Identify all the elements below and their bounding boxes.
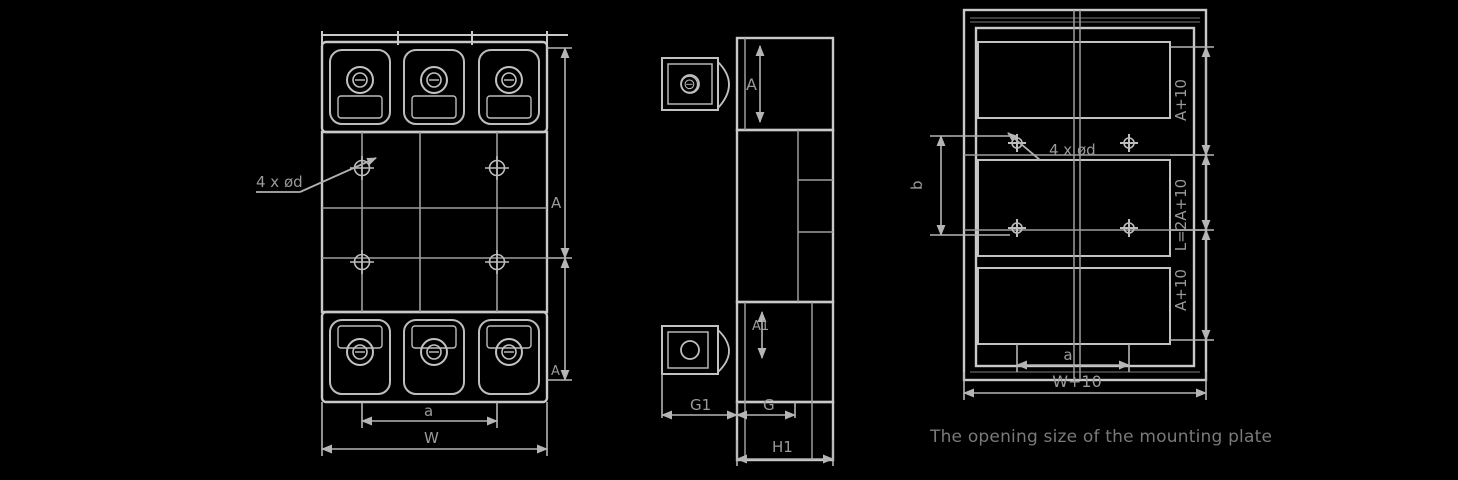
front-view-upper-poles — [329, 49, 540, 125]
mounting-plate-caption: The opening size of the mounting plate — [930, 427, 1273, 447]
mounting-plate-hole-callout-label: 4 x ød — [1049, 141, 1096, 159]
mounting-plate-dim-pitch-total-label: L=2A+10 — [1172, 179, 1190, 251]
mounting-plate-dim-b-label: b — [908, 180, 926, 190]
side-view-main-body — [735, 36, 835, 462]
front-view-hole-callout-label: 4 x ød — [256, 173, 303, 191]
front-view: 4 x ød a W A — [256, 31, 572, 456]
mounting-plate-dim-a — [1015, 344, 1131, 372]
front-view-dim-height-lower-label: A — [551, 364, 560, 379]
front-view-dim-a — [360, 402, 499, 428]
mounting-plate-dim-w10 — [962, 372, 1208, 400]
front-view-lower-poles — [329, 319, 540, 395]
mounting-plate-dim-right — [1170, 45, 1214, 342]
front-view-outline — [320, 40, 549, 404]
mounting-plate-dim-a-label: a — [1063, 346, 1072, 364]
side-view-top-contact-circle — [680, 74, 700, 94]
front-view-dim-height-upper-label: A — [551, 194, 562, 212]
mounting-plate-hatch — [970, 17, 1200, 373]
front-view-dim-a-label: a — [424, 402, 433, 420]
front-view-dim-w — [320, 402, 549, 456]
mounting-plate-dim-b — [930, 134, 1010, 237]
mounting-plate-view: 4 x ød b A+10 L=2A+10 A+10 — [908, 8, 1214, 400]
side-view: A A1 G1 G — [660, 36, 835, 466]
side-view-dim-G-label: G — [763, 396, 775, 414]
front-view-top-ticks — [321, 31, 568, 45]
front-view-lower-contacts — [346, 338, 523, 366]
mounting-plate-dim-w10-label: W+10 — [1052, 372, 1102, 391]
side-view-bottom-terminal — [661, 325, 730, 375]
side-view-dim-A-label: A — [746, 75, 757, 94]
side-view-bottom-contact-circle — [680, 340, 700, 360]
front-view-hole-leader — [256, 157, 377, 193]
mounting-plate-centerlines — [964, 10, 1206, 380]
front-view-mounting-holes — [349, 155, 510, 275]
side-view-dim-G — [735, 402, 797, 420]
mounting-plate-dim-pitch-bottom-label: A+10 — [1172, 269, 1190, 311]
front-view-centerlines — [322, 132, 547, 312]
side-view-dim-G1-label: G1 — [690, 396, 711, 414]
mounting-plate-dim-pitch-top-label: A+10 — [1172, 79, 1190, 121]
side-view-dim-H1-label: H1 — [772, 438, 793, 456]
side-view-dim-A1-label: A1 — [752, 319, 769, 334]
front-view-upper-contacts — [346, 66, 523, 94]
mounting-plate-hole-leader — [1007, 132, 1041, 161]
front-view-dim-height — [547, 46, 572, 382]
side-view-top-terminal — [661, 57, 730, 111]
front-view-dim-w-label: W — [424, 429, 439, 447]
side-view-dim-H1 — [735, 440, 835, 466]
side-view-body-detail — [744, 38, 833, 460]
